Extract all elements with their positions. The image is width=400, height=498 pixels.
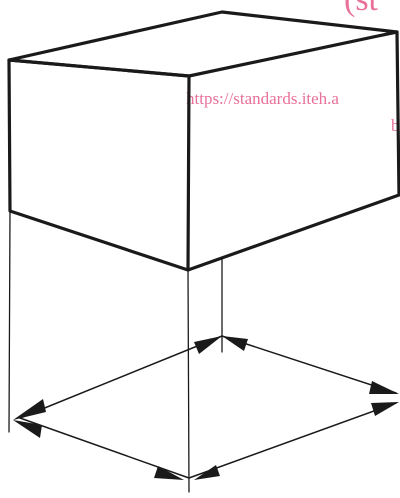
watermark-line-fragment: b xyxy=(391,116,400,135)
projection-line-left xyxy=(8,210,11,433)
arrowhead-front-from-left xyxy=(154,466,184,480)
arrowhead-right-lower xyxy=(371,402,399,416)
arrowhead-front-from-right xyxy=(194,465,220,480)
arrowhead-left-upper xyxy=(13,399,46,420)
dimension-arrow-back-right xyxy=(221,335,397,394)
arrowhead-back-from-right xyxy=(222,336,248,351)
arrowhead-back-from-left xyxy=(194,336,222,354)
dimension-arrow-back-left xyxy=(19,335,223,419)
box-side-face xyxy=(186,30,400,272)
arrowhead-right-upper xyxy=(369,381,399,394)
projection-line-center xyxy=(187,269,190,493)
watermark-url: https://standards.iteh.a xyxy=(186,89,339,108)
box-front-face xyxy=(7,58,191,272)
arrowhead-left-lower xyxy=(13,420,42,438)
dimension-arrow-front-right xyxy=(188,402,397,479)
dimension-arrow-front-left xyxy=(19,417,190,479)
watermark-top-fragment: (st xyxy=(344,0,379,18)
